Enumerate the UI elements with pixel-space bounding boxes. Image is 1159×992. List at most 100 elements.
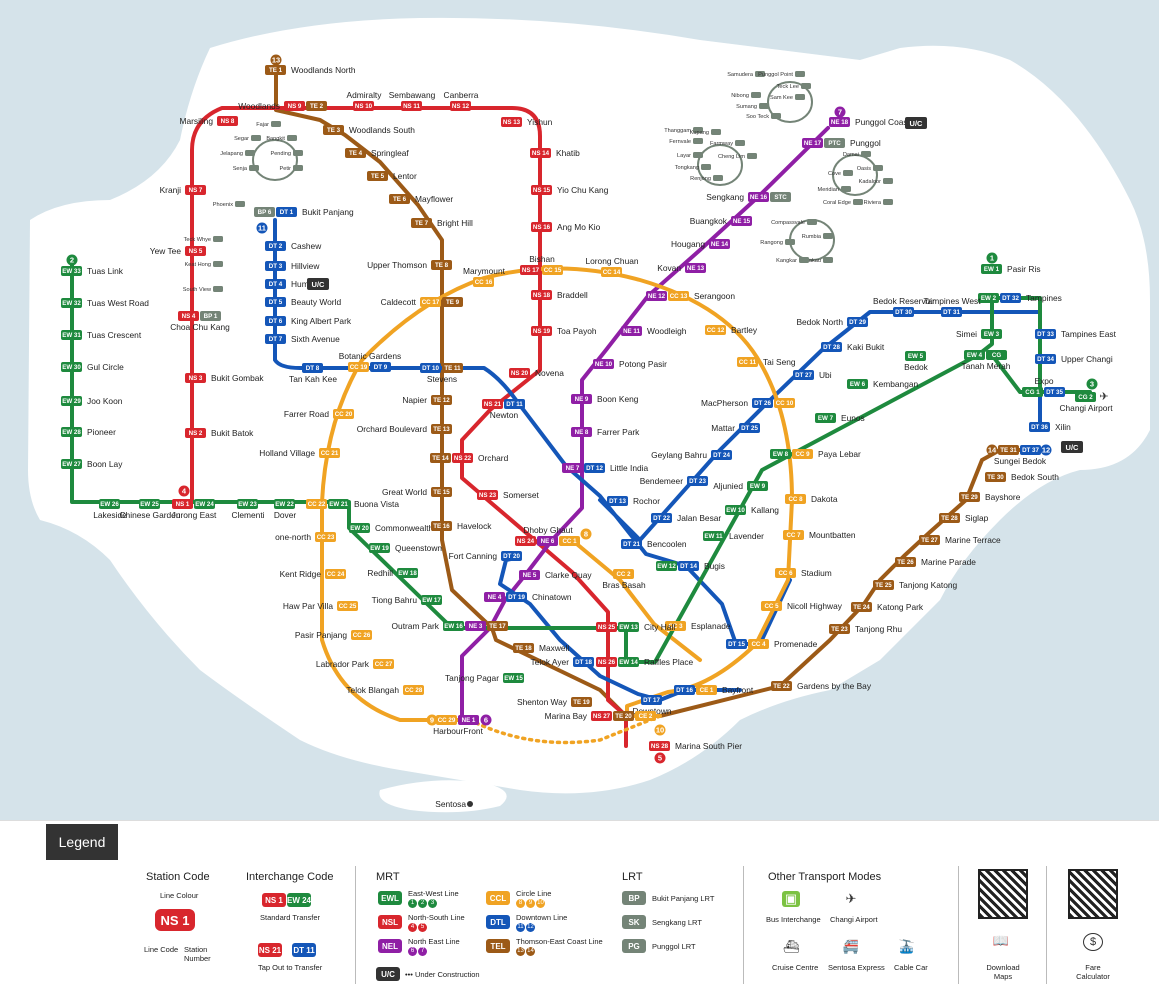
download-maps-icon[interactable]: 📖 (992, 933, 1010, 948)
lrt-station-south-view[interactable]: South View (183, 286, 223, 293)
lrt-station-segar[interactable]: Segar (234, 135, 261, 142)
lrt-station-coral-edge[interactable]: Coral Edge (823, 199, 863, 206)
lrt-station-fernvale[interactable]: Fernvale (669, 138, 703, 145)
lrt-station-rumbia[interactable]: Rumbia (802, 233, 833, 240)
lrt-station-kupang[interactable]: Kupang (690, 129, 721, 136)
lrt-station-tongkang[interactable]: Tongkang (675, 164, 711, 171)
lrt-station-punggol-point[interactable]: Punggol Point (758, 71, 805, 78)
lrt-station-kangkar[interactable]: Kangkar (776, 257, 809, 264)
lrt-station-keat-hong[interactable]: Keat Hong (185, 261, 223, 268)
lrt-station-teck-whye[interactable]: Teck Whye (184, 236, 223, 243)
lrt-station-fajar[interactable]: Fajar (256, 121, 281, 128)
lrt-station-bangkit[interactable]: Bangkit (266, 135, 297, 142)
lrt-station-soo-teck[interactable]: Soo Teck (746, 113, 781, 120)
lrt-station-thanggam[interactable]: Thanggam (664, 127, 703, 134)
lrt-station-layar[interactable]: Layar (677, 152, 703, 159)
download-qr-code[interactable] (978, 869, 1028, 919)
station-sentosa[interactable]: Sentosa (435, 799, 473, 809)
lrt-station-phoenix[interactable]: Phoenix (213, 201, 245, 208)
lrt-station-samudera[interactable]: Samudera (727, 71, 765, 78)
lrt-station-riviera[interactable]: Riviera (864, 199, 893, 206)
lrt-station-meridian[interactable]: Meridian (818, 186, 851, 193)
lrt-station-renjong[interactable]: Renjong (690, 175, 723, 182)
